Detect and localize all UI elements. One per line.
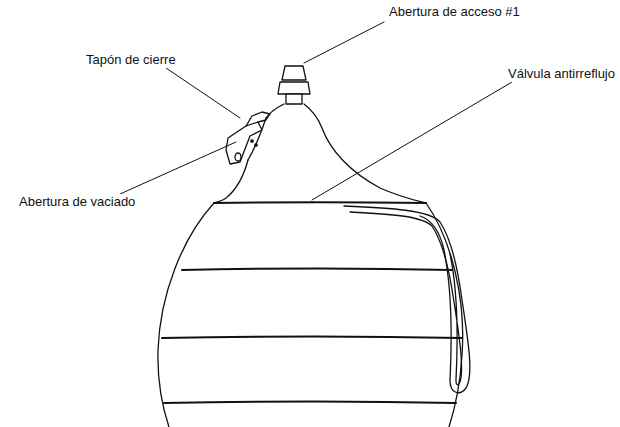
bottle-bands xyxy=(162,202,462,403)
part-label: Abertura de acceso #1 xyxy=(388,4,521,20)
side-tube xyxy=(344,206,470,393)
drain-spout xyxy=(226,112,270,164)
part-label: Tapón de cierre xyxy=(85,52,177,68)
bottle-shoulder xyxy=(266,104,426,203)
bottle-shoulder-left xyxy=(214,160,248,203)
part-label: Abertura de vaciado xyxy=(18,194,136,210)
part-label: Válvula antirreflujo xyxy=(507,66,616,82)
bottle-body-left xyxy=(158,203,214,427)
access-port-cap xyxy=(278,66,310,104)
leader-lines xyxy=(120,22,512,200)
